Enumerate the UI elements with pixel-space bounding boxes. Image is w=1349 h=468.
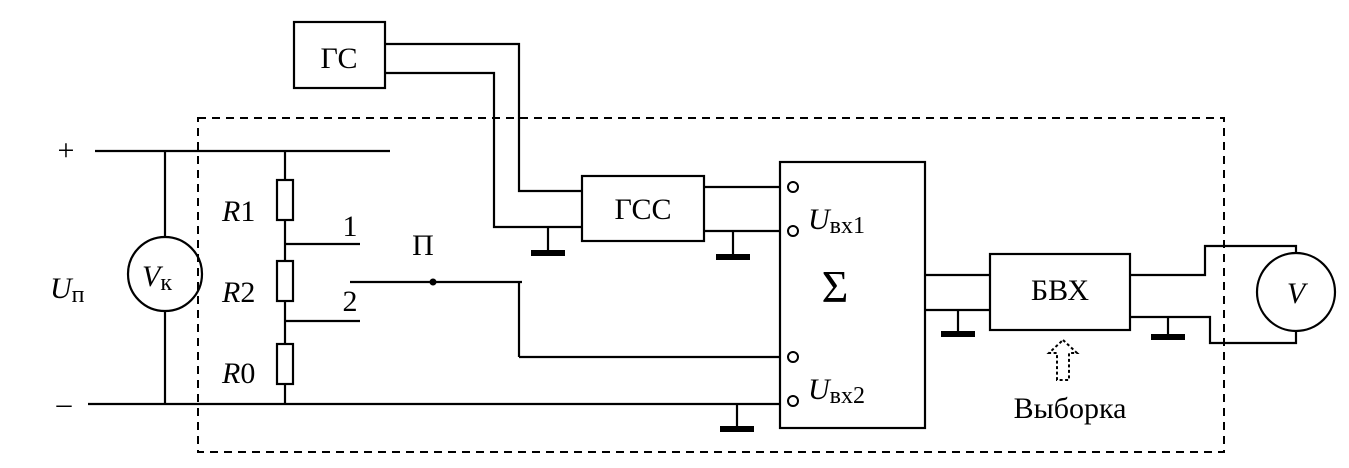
r0-index: 0 [240,357,255,390]
sum-label: Σ [822,261,849,312]
gss-label: ГСС [615,193,672,226]
u-p-label: Uп [50,272,85,308]
v-meter-circle [1255,251,1337,333]
uin1-symbol: U [808,203,832,236]
r0-symbol: R [221,357,240,390]
plus-label: + [58,134,75,167]
u-p-subscript: п [72,282,85,308]
device-enclosure [197,117,1225,453]
vk-symbol: V [142,260,164,293]
uin1-subscript: вх1 [830,213,865,239]
sample-arrow-icon [1046,338,1080,381]
bvh-to-v-lower [1130,315,1298,345]
r1-symbol: R [221,195,240,228]
switch-p-label: П [412,229,434,262]
uin2-subscript: вх2 [830,383,865,409]
r1-label: R1 [221,195,255,228]
uin2-terminal-a [787,351,799,363]
bvh-to-v-upper [1130,244,1298,277]
uin1-label: Uвх1 [808,203,865,239]
minus-label: – [56,387,73,420]
uin2-symbol: U [808,373,832,406]
uin2-terminal-b [787,395,799,407]
tap-1-label: 1 [343,210,358,243]
r0-label: R0 [221,357,255,390]
r1-index: 1 [240,195,255,228]
vk-meter-circle [126,235,204,313]
vk-subscript: к [160,270,172,296]
bvh-label: БВХ [1031,274,1089,307]
u-p-symbol: U [50,272,74,305]
r0-resistor [275,342,295,386]
r2-resistor [275,259,295,303]
uin2-label: Uвх2 [808,373,865,409]
r2-symbol: R [221,276,240,309]
gs-link-upper [385,42,582,193]
bvh-block [988,252,1132,332]
gss-block [580,174,706,243]
sample-label: Выборка [1014,392,1127,425]
vk-label: Vк [142,260,172,296]
gs-link-lower [385,71,582,229]
summator-block [778,160,927,430]
gs-block [292,20,387,90]
r1-resistor [275,178,295,222]
gs-label: ГС [321,42,358,75]
r2-label: R2 [221,276,255,309]
switch-pivot [429,278,437,286]
uin1-terminal-a [787,181,799,193]
uin1-terminal-b [787,225,799,237]
r2-index: 2 [240,276,255,309]
v-meter-label: V [1287,277,1309,310]
tap-2-label: 2 [343,285,358,318]
